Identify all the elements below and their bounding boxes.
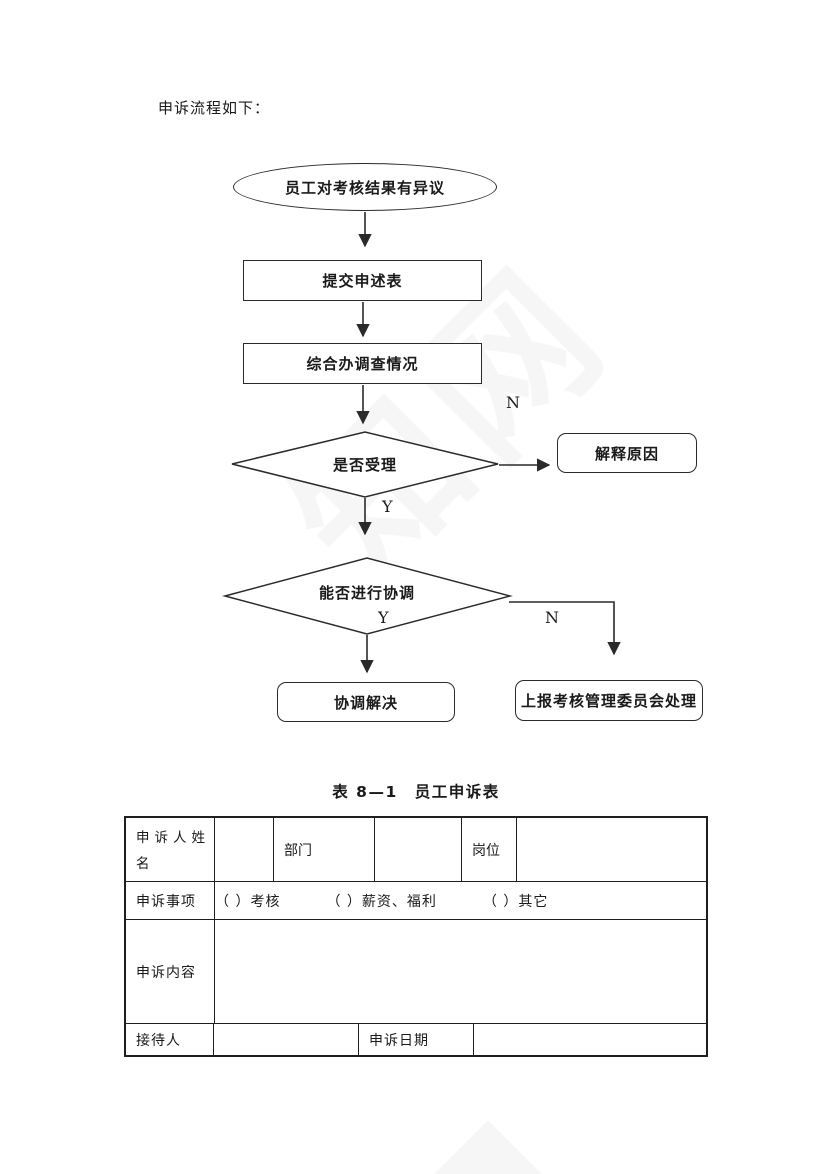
matter-option-other: （ ）其它: [482, 893, 549, 910]
cnki-watermark: 知网: [257, 232, 644, 619]
matter-option-assessment: （ ）考核: [215, 893, 281, 910]
cell-appeal-date-value: [474, 1024, 706, 1055]
node-report-committee: 上报考核管理委员会处理: [515, 680, 703, 721]
cell-appellant-name-label: 申诉人姓名: [126, 818, 215, 881]
node-explain-reason: 解释原因: [557, 433, 697, 473]
cell-position-label: 岗位: [462, 818, 517, 881]
cnki-watermark-bottom-tip: [318, 1120, 657, 1174]
table-row-content: 申诉内容: [126, 920, 706, 1024]
cell-matter-label: 申诉事项: [126, 882, 215, 919]
table-row-person: 申诉人姓名 部门 岗位: [126, 818, 706, 882]
cell-position-value: [517, 818, 706, 881]
cell-content-label: 申诉内容: [126, 920, 215, 1023]
cell-department-label: 部门: [274, 818, 375, 881]
cell-appellant-name-value: [215, 818, 274, 881]
table-title: 表 8—1 员工申诉表: [332, 783, 500, 801]
table-row-matter: 申诉事项 （ ）考核 （ ）薪资、福利 （ ）其它: [126, 882, 706, 920]
branch-label-coordinate-n: N: [545, 608, 559, 627]
branch-label-accept-y: Y: [382, 497, 393, 516]
node-resolve: 协调解决: [277, 682, 455, 722]
cell-appeal-date-label: 申诉日期: [359, 1024, 474, 1055]
cell-department-value: [375, 818, 462, 881]
connector-coordinate-n-to-report: [509, 601, 621, 656]
node-submit-form: 提交申述表: [243, 260, 482, 301]
branch-label-accept-n: N: [506, 393, 520, 412]
cell-matter-options: （ ）考核 （ ）薪资、福利 （ ）其它: [215, 882, 706, 919]
branch-label-coordinate-y: Y: [378, 608, 389, 627]
cell-content-value: [215, 920, 706, 1023]
matter-option-salary-welfare: （ ）薪资、福利: [326, 893, 437, 910]
cell-receiver-label: 接待人: [126, 1024, 214, 1055]
appeal-table: 申诉人姓名 部门 岗位 申诉事项 （ ）考核 （ ）薪资、福利 （ ）其它 申诉…: [124, 816, 708, 1057]
table-row-footer: 接待人 申诉日期: [126, 1024, 706, 1055]
node-investigate: 综合办调查情况: [243, 343, 482, 384]
node-decision-coordinate-label: 能否进行协调: [318, 583, 415, 602]
node-decision-accept-label: 是否受理: [332, 455, 397, 474]
intro-text: 申诉流程如下：: [158, 99, 271, 117]
node-start: 员工对考核结果有异议: [233, 163, 497, 211]
cell-receiver-value: [214, 1024, 359, 1055]
